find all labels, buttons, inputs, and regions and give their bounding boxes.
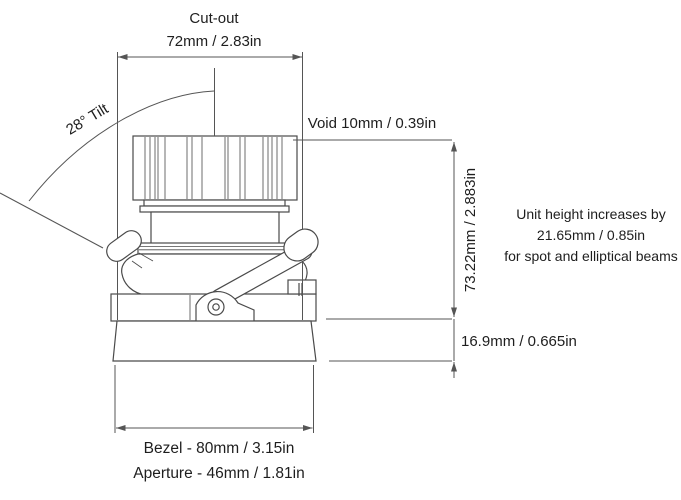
cutout-value: 72mm / 2.83in (166, 33, 261, 50)
below-ceiling-dimension: 16.9mm / 0.665in (326, 318, 577, 378)
recess-height-dimension: 73.22mm / 2.883in (451, 142, 479, 317)
cutout-label: Cut-out (189, 10, 239, 27)
height-note-line-3: for spot and elliptical beams (504, 248, 678, 264)
height-note: Unit height increases by 21.65mm / 0.85i… (504, 206, 678, 264)
spring-clip-left (106, 230, 154, 269)
bezel (112, 320, 317, 362)
tilt-arc (28, 90, 215, 202)
bezel-label: Bezel - 80mm / 3.15in (144, 440, 295, 457)
void-label: Void 10mm / 0.39in (308, 115, 436, 132)
heatsink-fins (144, 137, 283, 199)
spring-clip-arm (210, 228, 319, 307)
heatsink-collar (143, 199, 286, 207)
spring-clip-tip (283, 228, 319, 262)
pivot-plate (195, 290, 255, 323)
height-note-line-2: 21.65mm / 0.85in (537, 227, 645, 243)
lamp-neck (150, 211, 280, 245)
height-note-line-1: Unit height increases by (516, 206, 665, 222)
downlight-fixture (106, 52, 319, 362)
void-dimension: Void 10mm / 0.39in (293, 115, 452, 141)
aperture-label: Aperture - 46mm / 1.81in (133, 465, 304, 482)
recess-height-label: 73.22mm / 2.883in (462, 168, 479, 292)
bezel-dimension: Bezel - 80mm / 3.15in Aperture - 46mm / … (114, 365, 314, 482)
heatsink (132, 135, 298, 201)
pivot-screw (207, 298, 225, 316)
below-ceiling-height-label: 16.9mm / 0.665in (461, 333, 577, 350)
cutout-dimension: Cut-out 72mm / 2.83in (118, 10, 302, 60)
trim-seam-band (137, 242, 288, 255)
cutout-extension-lines (117, 52, 303, 320)
heatsink-flange (139, 205, 290, 213)
tilt-label: 28° Tilt (63, 100, 112, 139)
tilt-axis-line (0, 192, 104, 249)
